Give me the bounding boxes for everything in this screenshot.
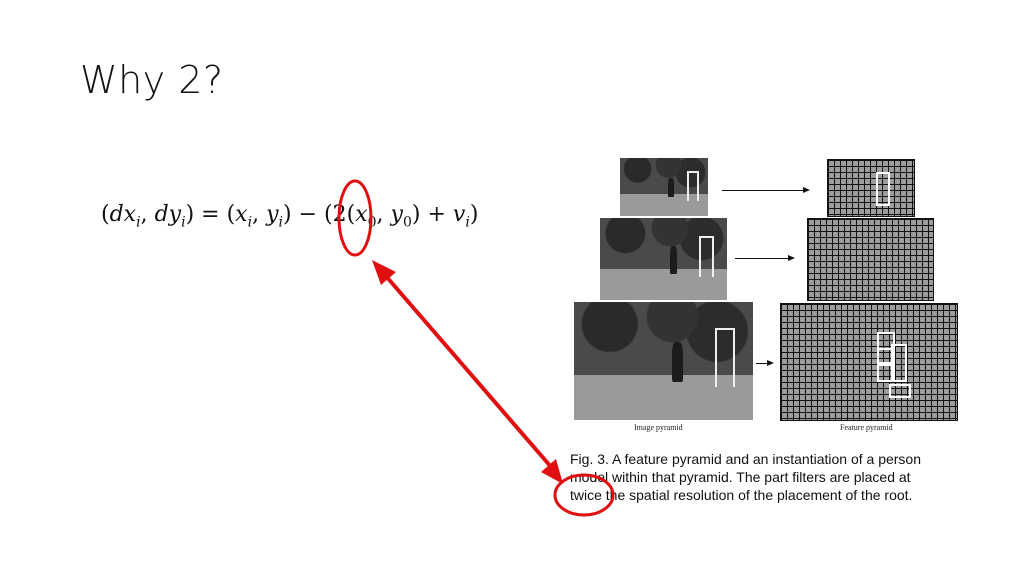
- image-pyramid-level-3: [574, 302, 753, 420]
- feature-pyramid-level-1: [827, 159, 915, 217]
- connector-arrow-head-bottom: [541, 459, 563, 484]
- image-pyramid-label: Image pyramid: [634, 423, 683, 432]
- caption-line: twice the spatial resolution of the plac…: [570, 487, 913, 503]
- part-filter-box: [877, 348, 895, 366]
- pyramid-arrow-3: [756, 363, 768, 364]
- pyramid-arrow-3-head: [767, 360, 774, 366]
- image-pyramid-level-1: [620, 158, 708, 216]
- slide-title: Why 2?: [80, 58, 224, 102]
- feature-pyramid-level-3: [780, 303, 958, 421]
- image-pyramid-level-2: [600, 218, 727, 300]
- pyramid-arrow-2-head: [788, 255, 795, 261]
- connector-arrow: [383, 273, 554, 470]
- pyramid-arrow-1: [722, 190, 804, 191]
- feature-pyramid-level-2: [807, 218, 934, 301]
- connector-arrow-head-top: [372, 260, 396, 285]
- figure-caption: Fig. 3. A feature pyramid and an instant…: [570, 450, 970, 504]
- pyramid-arrow-2: [735, 258, 789, 259]
- root-filter-box: [876, 172, 890, 206]
- pyramid-arrow-1-head: [803, 187, 810, 193]
- equation: (dxi, dyi) = (xi, yi) − (2(x0, y0) + vi): [101, 202, 479, 231]
- feature-pyramid-label: Feature pyramid: [840, 423, 893, 432]
- equation-factor: 2: [332, 202, 347, 227]
- part-filter-box: [889, 384, 911, 398]
- caption-line: model within that pyramid. The part filt…: [570, 469, 911, 485]
- caption-line: Fig. 3. A feature pyramid and an instant…: [570, 451, 921, 467]
- part-filter-box: [877, 362, 895, 382]
